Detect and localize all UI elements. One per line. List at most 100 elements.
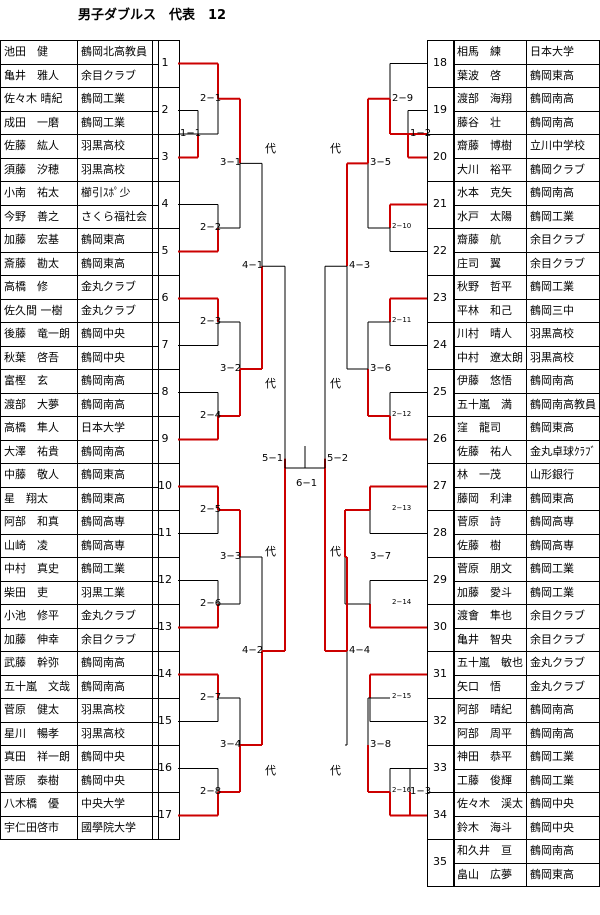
player-name: 庄司 翼 <box>453 251 527 276</box>
player-name: 阿部 周平 <box>453 721 527 746</box>
entry-row: 佐藤 祐人金丸卓球ｸﾗﾌﾞ <box>453 439 600 464</box>
entry-row: 菅原 詩鶴岡高専 <box>453 510 600 535</box>
entry-row: 五十嵐 文哉鶴岡南高 <box>0 674 159 699</box>
player-club: 金丸クラブ <box>77 604 159 629</box>
player-name: 佐々木 晴紀 <box>0 87 78 112</box>
player-club: 金丸クラブ <box>526 674 600 699</box>
entry-row: 後藤 竜一朗鶴岡中央 <box>0 322 159 347</box>
entry-row: 渡部 海翔鶴岡南高 <box>453 87 600 112</box>
player-name: 成田 一磨 <box>0 110 78 135</box>
seed-number: 23 <box>433 291 447 304</box>
entry-row: 亀井 雅人余目クラブ <box>0 63 159 88</box>
entry-row: 阿部 和真鶴岡高専 <box>0 510 159 535</box>
match-label: 2−5 <box>200 504 222 515</box>
player-name: 富樫 玄 <box>0 369 78 394</box>
player-name: 菅原 健太 <box>0 698 78 723</box>
match-label: 1−2 <box>410 128 432 139</box>
player-club: 羽黒高校 <box>526 322 600 347</box>
player-name: 小池 修平 <box>0 604 78 629</box>
seed-number: 28 <box>433 526 447 539</box>
seed-number: 35 <box>433 855 447 868</box>
entry-row: 葉波 啓鶴岡東高 <box>453 63 600 88</box>
match-label: 4−4 <box>349 645 371 656</box>
seed-number: 25 <box>433 385 447 398</box>
player-name: 柴田 吏 <box>0 580 78 605</box>
player-name: 林 一茂 <box>453 463 527 488</box>
entry-row: 星 翔太鶴岡東高 <box>0 486 159 511</box>
entry-row: 斎藤 勘太鶴岡東高 <box>0 251 159 276</box>
player-name: 葉波 啓 <box>453 63 527 88</box>
player-name: 真田 祥一朗 <box>0 745 78 770</box>
player-club: 鶴岡中央 <box>526 792 600 817</box>
player-name: 加藤 宏基 <box>0 228 78 253</box>
match-label: 2−13 <box>392 504 412 512</box>
player-club: 鶴岡南高 <box>77 392 159 417</box>
match-label: 2−1 <box>200 92 222 104</box>
match-label: 4−3 <box>349 260 371 272</box>
entry-row: 成田 一磨鶴岡工業 <box>0 110 159 135</box>
seed-number: 22 <box>433 244 447 257</box>
seed-number: 16 <box>158 761 172 774</box>
entry-row: 柴田 吏羽黒工業 <box>0 580 159 605</box>
match-label: 6−1 <box>296 478 318 489</box>
player-club: 羽黒高校 <box>77 698 159 723</box>
representative-mark: 代 <box>265 545 276 558</box>
player-club: 羽黒高校 <box>526 345 600 370</box>
player-club: さくら福社会 <box>77 204 159 229</box>
match-label: 4−2 <box>242 645 264 656</box>
entry-row: 工藤 俊輝鶴岡工業 <box>453 768 600 793</box>
entry-row: 星川 暢孝羽黒高校 <box>0 721 159 746</box>
entry-row: 和久井 亘鶴岡南高 <box>453 839 600 864</box>
player-club: 余目クラブ <box>77 63 159 88</box>
match-label: 3−7 <box>370 551 392 562</box>
seed-number: 32 <box>433 714 447 727</box>
seed-number: 13 <box>158 620 172 633</box>
seed-number: 8 <box>161 385 169 398</box>
player-club: 鶴岡東高 <box>77 486 159 511</box>
player-club: 鶴岡高専 <box>526 510 600 535</box>
player-name: 中村 真史 <box>0 557 78 582</box>
player-club: 鶴岡工業 <box>526 557 600 582</box>
player-club: 鶴岡南高 <box>526 698 600 723</box>
player-name: 高橋 隼人 <box>0 416 78 441</box>
player-name: 加藤 伸幸 <box>0 627 78 652</box>
entry-row: 高橋 隼人日本大学 <box>0 416 159 441</box>
entry-row: 今野 善之さくら福社会 <box>0 204 159 229</box>
right-entries-table: 相馬 練日本大学葉波 啓鶴岡東高渡部 海翔鶴岡南高藤谷 壮鶴岡南高齋藤 博樹立川… <box>453 40 600 887</box>
entry-row: 宇仁田啓市國學院大学 <box>0 815 159 840</box>
player-name: 後藤 竜一朗 <box>0 322 78 347</box>
entry-row: 林 一茂山形銀行 <box>453 463 600 488</box>
entry-row: 藤岡 利津鶴岡東高 <box>453 486 600 511</box>
match-label: 2−12 <box>392 410 412 418</box>
player-name: 武藤 幹弥 <box>0 651 78 676</box>
player-name: 斎藤 勘太 <box>0 251 78 276</box>
player-club: 羽黒高校 <box>77 157 159 182</box>
representative-mark: 代 <box>330 377 341 390</box>
match-label: 3−4 <box>220 739 242 750</box>
entry-row: 佐々木 渓太鶴岡中央 <box>453 792 600 817</box>
seed-number: 2 <box>161 103 169 116</box>
match-label: 3−2 <box>220 363 242 374</box>
entry-row: 中村 遼太朗羽黒高校 <box>453 345 600 370</box>
player-club: 鶴岡工業 <box>77 110 159 135</box>
player-club: 鶴岡東高 <box>526 862 600 887</box>
player-club: 鶴岡工業 <box>526 768 600 793</box>
player-club: 鶴岡南高 <box>526 87 600 112</box>
player-name: 和久井 亘 <box>453 839 527 864</box>
match-label: 3−1 <box>220 157 242 169</box>
entry-row: 菅原 朋文鶴岡工業 <box>453 557 600 582</box>
player-club: 羽黒工業 <box>77 580 159 605</box>
player-club: 鶴岡東高 <box>526 416 600 441</box>
player-club: 日本大学 <box>77 416 159 441</box>
player-club: 余目クラブ <box>526 604 600 629</box>
player-club: 鶴岡南高 <box>77 369 159 394</box>
entry-row: 五十嵐 満鶴岡南高教員 <box>453 392 600 417</box>
entry-row: 渡部 大夢鶴岡南高 <box>0 392 159 417</box>
entry-row: 川村 晴人羽黒高校 <box>453 322 600 347</box>
entry-row: 大澤 祐貴鶴岡南高 <box>0 439 159 464</box>
player-name: 佐久間 一樹 <box>0 298 78 323</box>
seed-number: 24 <box>433 338 447 351</box>
match-label: 5−2 <box>327 452 349 464</box>
player-club: 日本大学 <box>526 40 600 65</box>
